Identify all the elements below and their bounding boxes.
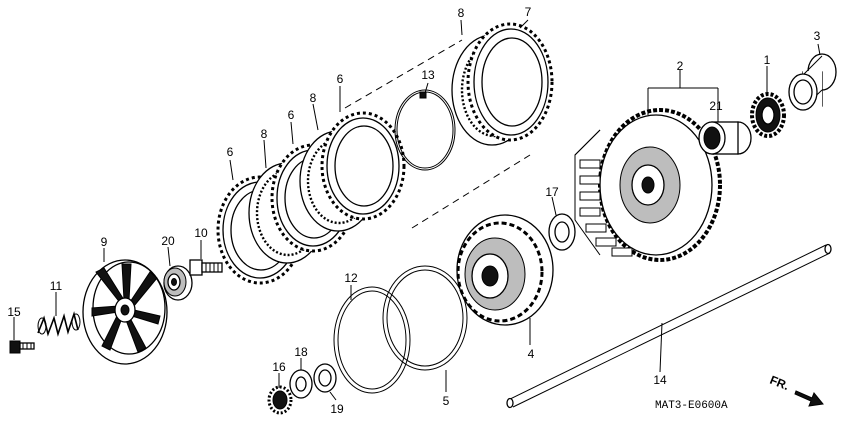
alignment-dashes: [344, 39, 531, 229]
callout-8-middle: 8: [310, 91, 317, 105]
part-9-pressure-plate: [82, 259, 168, 365]
callout-7: 7: [525, 5, 532, 19]
part-20-bearing: [163, 265, 193, 301]
callout-8-rear: 8: [458, 6, 465, 20]
callout-15: 15: [7, 305, 21, 319]
part-15-bolt: [9, 340, 35, 354]
front-direction-indicator: FR.: [768, 373, 824, 407]
part-16-lock-nut: [267, 385, 293, 415]
callout-14: 14: [653, 373, 667, 387]
callout-9: 9: [101, 235, 108, 249]
callout-3: 3: [814, 29, 821, 43]
leader-lines: [13, 19, 821, 401]
part-5-spring-ring: [382, 265, 468, 371]
callout-18: 18: [294, 345, 308, 359]
callout-6-rear: 6: [337, 72, 344, 86]
callout-17: 17: [545, 185, 559, 199]
callout-13: 13: [421, 68, 435, 82]
callout-5: 5: [443, 394, 450, 408]
callout-10: 10: [194, 226, 208, 240]
part-7-friction-disc: [466, 22, 554, 142]
part-12-seat-ring: [333, 286, 411, 394]
callout-16: 16: [272, 360, 286, 374]
callout-20: 20: [161, 234, 175, 248]
part-10-bolt: [189, 259, 223, 276]
fr-label: FR.: [768, 373, 791, 393]
callout-1: 1: [764, 53, 771, 67]
callout-6-middle: 6: [288, 108, 295, 122]
part-17-thrust-washer: [548, 213, 576, 251]
callout-2: 2: [677, 59, 684, 73]
drawing-code: MAT3-E0600A: [655, 400, 728, 412]
part-21-needle-bearing: [698, 121, 752, 155]
callout-6-front: 6: [227, 145, 234, 159]
part-11-spring: [37, 311, 81, 337]
callout-21: 21: [709, 99, 723, 113]
part-14-push-rod: [506, 243, 832, 409]
callouts: 1 2 3 4 5 6 6 6 7 8 8 8 9 10 11 12 13 14…: [7, 5, 820, 416]
part-2-clutch-outer: [574, 108, 722, 262]
part-19-washer: [313, 363, 337, 393]
part-13-set-ring: [394, 89, 456, 171]
part-4-clutch-center: [456, 214, 554, 326]
part-3-collar: [788, 53, 837, 111]
part-6-friction-disc-rear: [320, 111, 406, 221]
front-arrow-icon: [794, 390, 824, 407]
callout-4: 4: [528, 347, 535, 361]
callout-12: 12: [344, 271, 358, 285]
part-18-washer: [289, 369, 313, 399]
callout-11: 11: [50, 279, 63, 293]
callout-19: 19: [330, 402, 344, 416]
callout-8-front: 8: [261, 127, 268, 141]
part-1-drive-gear: [750, 92, 786, 138]
